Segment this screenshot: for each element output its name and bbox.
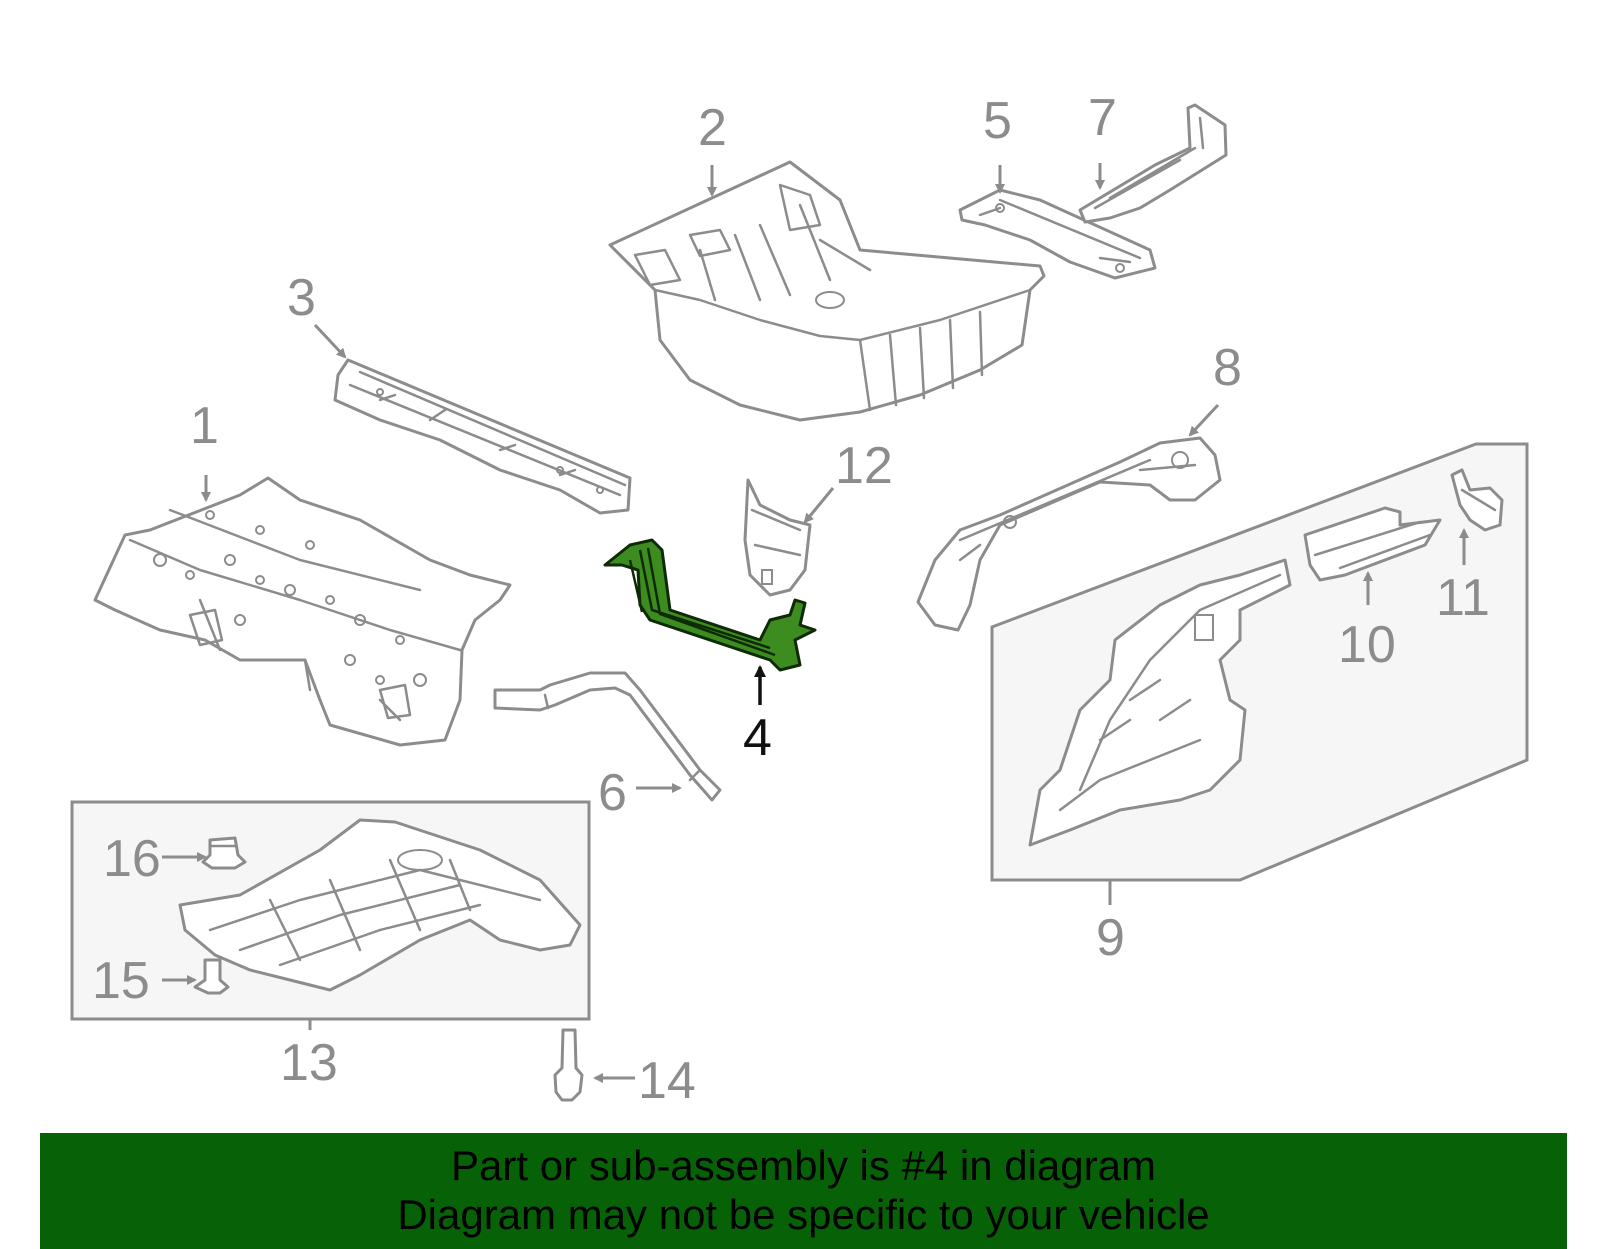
part-13-undercover[interactable] [178,818,582,992]
part-11-bracket[interactable] [1450,468,1504,532]
callout-13: 13 [280,1034,338,1092]
callout-9: 9 [1096,909,1125,967]
callout-5: 5 [983,92,1012,150]
part-8-rail[interactable] [916,436,1222,632]
callout-15: 15 [92,952,150,1010]
part-15-clip[interactable] [193,958,230,995]
callout-16: 16 [103,830,161,888]
callout-14: 14 [638,1052,696,1110]
callout-12: 12 [835,437,893,495]
part-2-rear-floor-pan[interactable] [608,160,1046,422]
callout-2: 2 [698,99,727,157]
banner-line-disclaimer: Diagram may not be specific to your vehi… [397,1191,1210,1238]
part-14-bolt[interactable] [553,1028,584,1102]
callout-3: 3 [287,269,316,327]
callout-10: 10 [1338,616,1396,674]
callout-7: 7 [1088,89,1117,147]
banner-line-part: Part or sub-assembly is #4 in diagram [451,1142,1156,1189]
part-5-bracket[interactable] [958,188,1157,280]
part-12-bracket[interactable] [743,478,812,597]
info-banner: Part or sub-assembly is #4 in diagram Di… [40,1133,1567,1249]
part-10-panel[interactable] [1303,506,1442,582]
part-1-panel[interactable] [93,476,512,747]
part-6-brace[interactable] [493,671,722,802]
part-9-quarter-inner[interactable] [1028,558,1292,847]
callout-1: 1 [190,397,219,455]
callout-6: 6 [598,764,627,822]
part-3-crossmember[interactable] [333,358,632,515]
callout-8: 8 [1213,339,1242,397]
callout-4: 4 [743,709,772,767]
part-16-clip[interactable] [201,836,247,870]
part-4-bracket-highlighted[interactable] [603,538,817,672]
part-7-bracket[interactable] [1078,103,1228,224]
callout-11: 11 [1436,569,1490,627]
